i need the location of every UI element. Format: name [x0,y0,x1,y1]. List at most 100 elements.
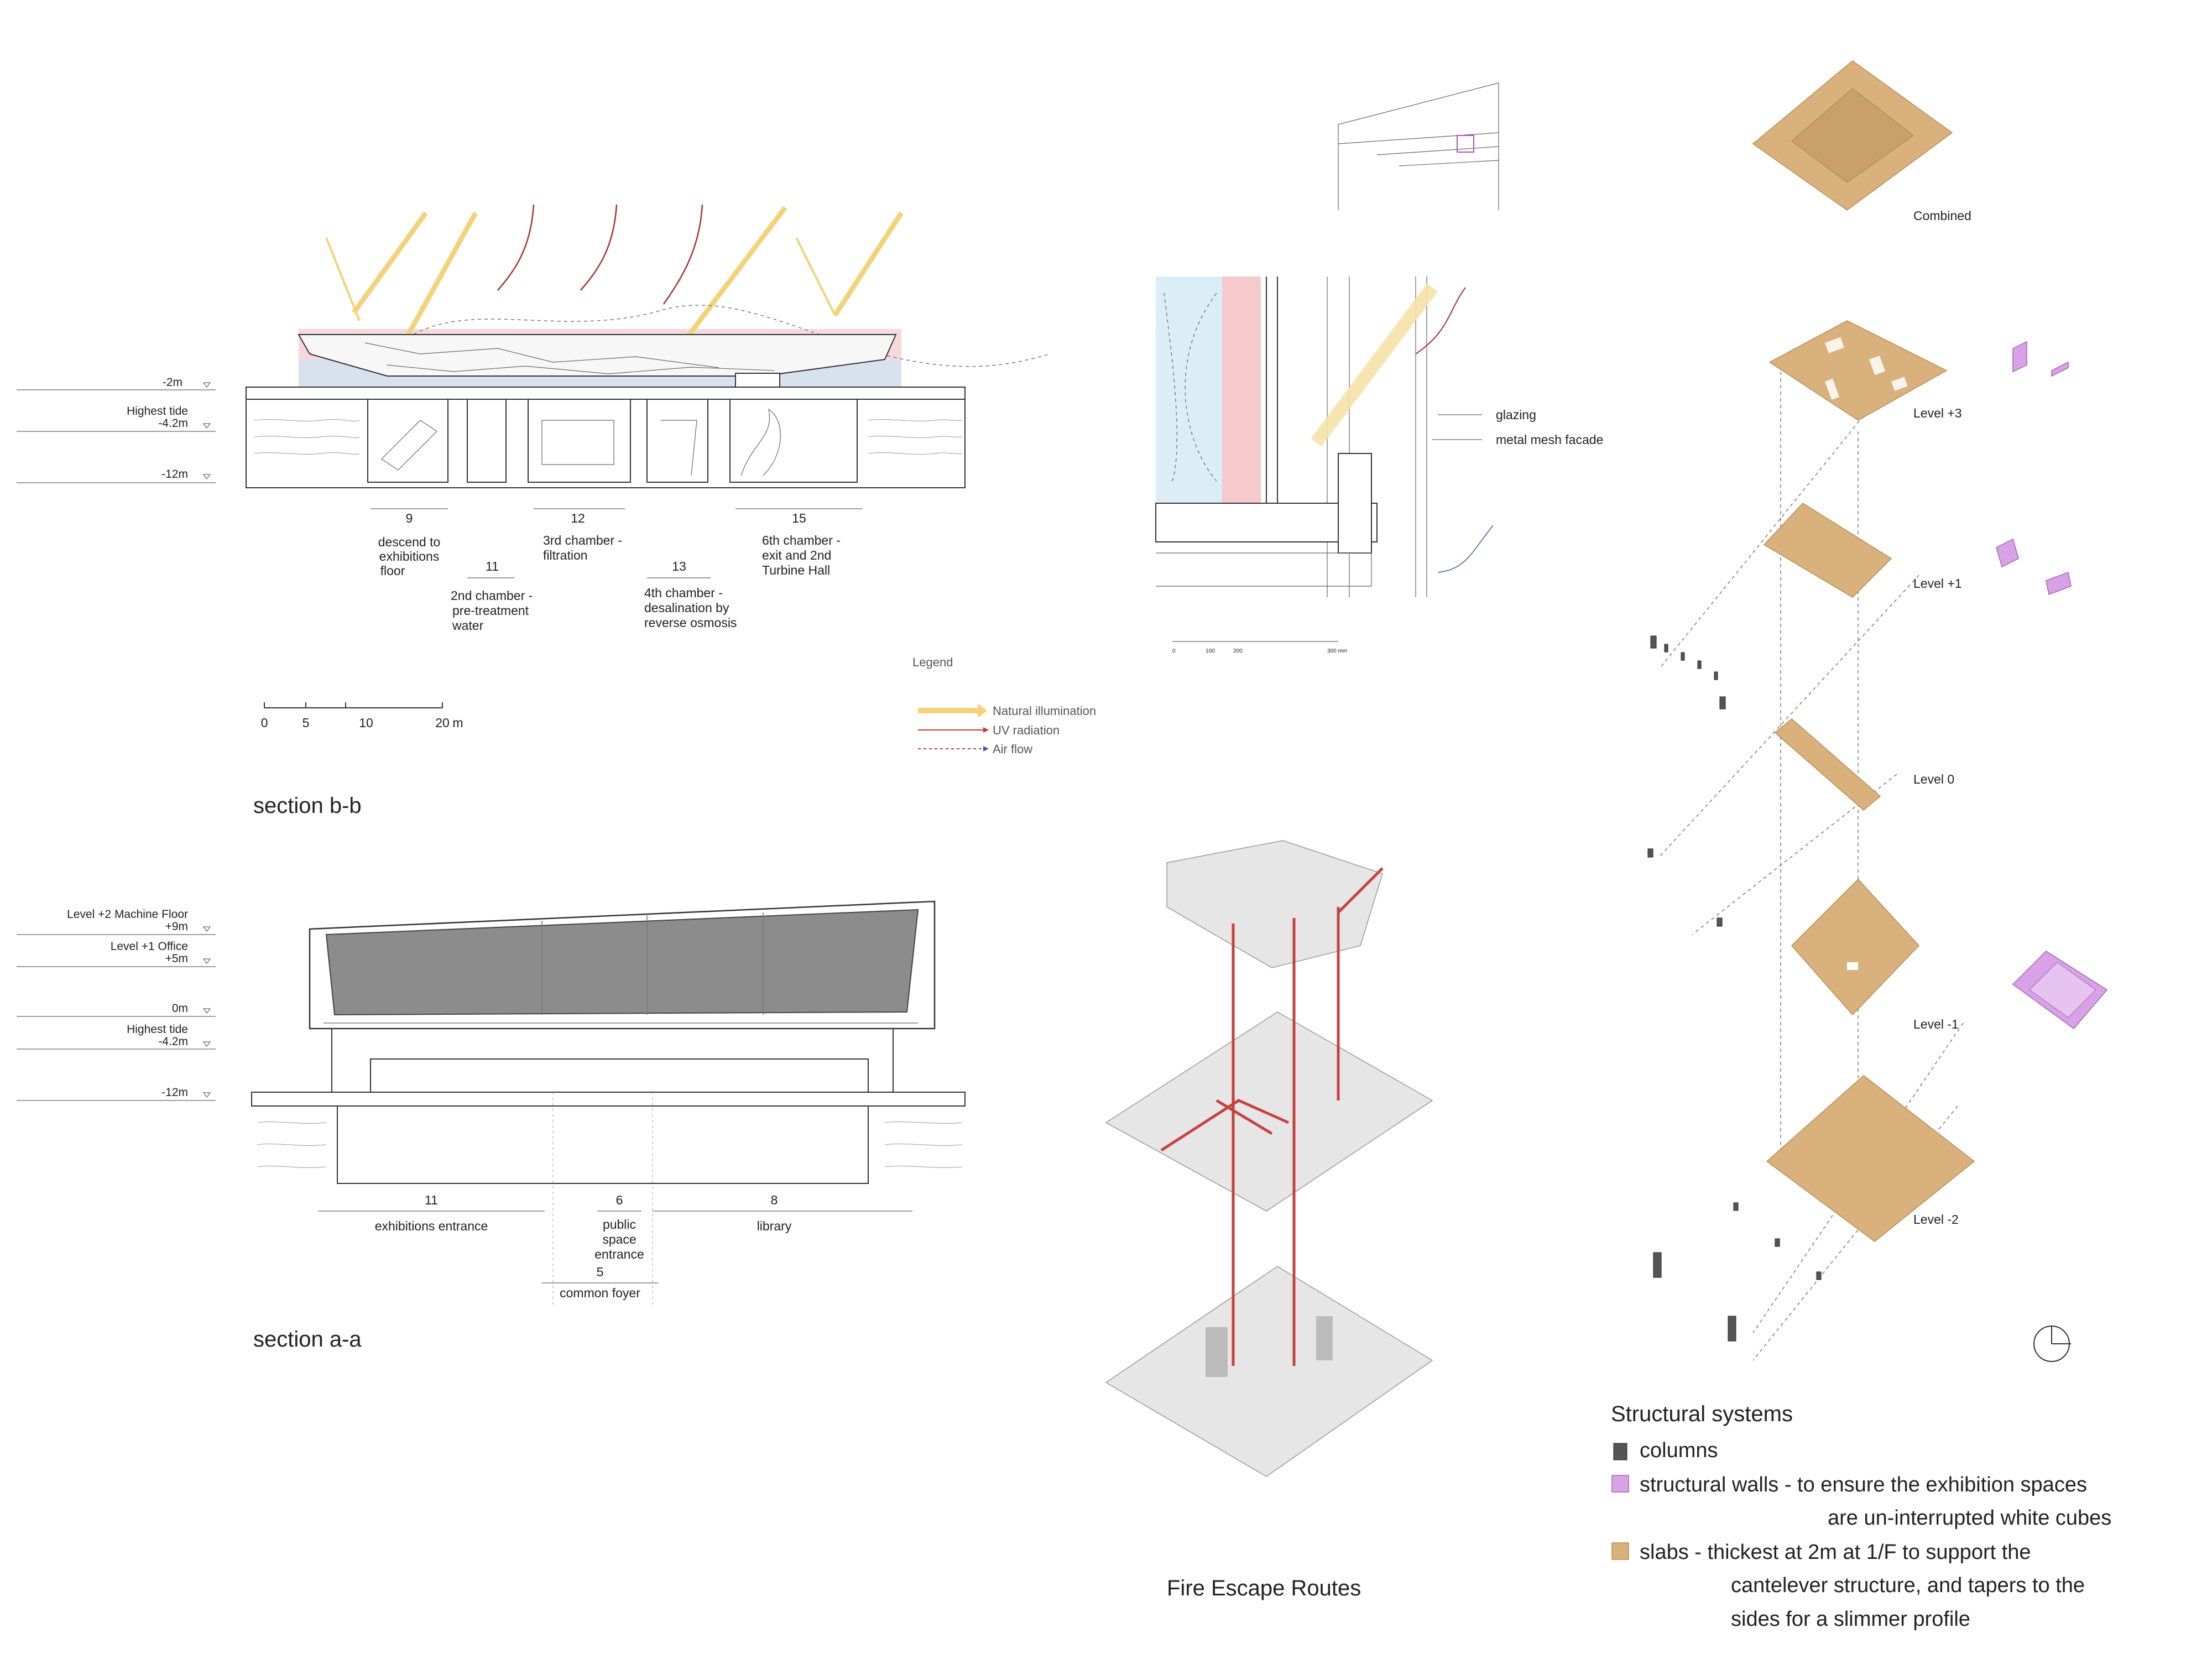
level-minus4-2: -4.2m [158,417,188,430]
svg-text:Level 0: Level 0 [1913,772,1954,786]
svg-text:Level -1: Level -1 [1913,1017,1959,1031]
fire-ground-level [1105,1266,1433,1477]
legend-air: Air flow [993,742,1032,756]
legend-bb: Legend Natural illumination UV radiation… [912,655,1096,756]
svg-text:sides for a slimmer profile: sides for a slimmer profile [1731,1608,1970,1631]
ground-deck [251,1092,966,1107]
level-highest-tide: Highest tide [127,405,188,418]
section-aa: Level +2 Machine Floor +9m Level +1 Offi… [17,900,966,1352]
svg-text:slabs - thickest at 2m at 1/F: slabs - thickest at 2m at 1/F to support… [1640,1541,2031,1564]
svg-text:m: m [452,716,463,730]
walls-swatch [1611,1475,1629,1493]
deck-slab [246,387,966,400]
basement-aa [337,1105,869,1184]
svg-text:6th chamber -: 6th chamber - [762,533,841,547]
svg-text:-4.2m: -4.2m [158,1035,188,1048]
svg-text:8: 8 [771,1193,778,1207]
slab-level-0 [1774,718,1881,811]
slabs-swatch [1611,1542,1629,1560]
svg-text:space: space [602,1232,636,1246]
slab-level-minus2 [1766,1075,1975,1242]
svg-text:desalination by: desalination by [644,601,729,615]
legend-natural: Natural illumination [993,704,1096,718]
section-bb-title: section b-b [253,794,362,818]
label-metal-mesh: metal mesh facade [1496,432,1603,447]
section-bb: -2m Highest tide -4.2m -12m 9 descend to… [17,204,1096,818]
svg-text:Turbine Hall: Turbine Hall [762,563,830,577]
svg-text:Level +3: Level +3 [1913,406,1962,420]
svg-text:public: public [603,1217,636,1232]
svg-text:5: 5 [597,1265,604,1279]
fire-escape-diagram: Fire Escape Routes [1105,840,1433,1600]
legend-title: Legend [912,655,953,669]
basement-box [246,399,966,488]
svg-text:4th chamber -: 4th chamber - [644,586,723,600]
svg-text:Level +2 Machine Floor: Level +2 Machine Floor [67,908,188,921]
structural-axon: Combined Level +3 Level +1 [1611,60,2111,1631]
svg-text:columns: columns [1640,1439,1718,1462]
section-aa-title: section a-a [253,1327,362,1352]
room-labels-bb: 9 descend to exhibitions floor 11 2nd ch… [371,508,863,633]
level-minus12: -12m [161,468,188,481]
svg-text:cantelever structure, and tape: cantelever structure, and tapers to the [1731,1574,2085,1597]
svg-text:filtration: filtration [543,548,588,562]
structural-title: Structural systems [1611,1402,1793,1426]
svg-text:13: 13 [672,559,686,573]
svg-text:Level +1 Office: Level +1 Office [111,940,188,953]
legend-uv: UV radiation [993,723,1060,737]
svg-text:descend to: descend to [378,535,441,549]
svg-text:pre-treatment: pre-treatment [452,603,529,618]
room-labels-aa: 11 exhibitions entrance 6 public space e… [318,1193,912,1300]
key-plan [1338,82,1499,210]
svg-text:6: 6 [616,1193,623,1207]
roof-canopy [298,334,897,377]
label-glazing: glazing [1496,408,1536,422]
svg-text:3rd chamber -: 3rd chamber - [543,533,622,547]
svg-text:10: 10 [359,716,373,730]
svg-text:11: 11 [425,1193,438,1207]
level-markers-bb: -2m Highest tide -4.2m -12m [17,376,216,483]
svg-text:+5m: +5m [165,952,188,965]
slab-level-plus1 [1763,503,1892,598]
svg-text:Combined: Combined [1913,208,1971,223]
svg-text:300 mm: 300 mm [1327,648,1347,654]
svg-text:0: 0 [1172,648,1176,654]
svg-text:12: 12 [571,511,585,525]
svg-text:entrance: entrance [594,1247,644,1261]
svg-text:-12m: -12m [161,1086,188,1099]
level-minus2: -2m [163,376,182,389]
svg-text:5: 5 [302,716,310,730]
svg-text:200: 200 [1233,648,1243,654]
svg-text:floor: floor [380,564,405,578]
svg-text:Level -2: Level -2 [1913,1212,1959,1227]
svg-text:11: 11 [486,559,499,573]
sunlight-rays [325,206,904,356]
svg-text:exhibitions: exhibitions [379,549,440,564]
svg-text:20: 20 [435,716,450,730]
svg-text:Highest tide: Highest tide [127,1023,188,1036]
escape-routes [1160,867,1384,1366]
facade-detail: glazing metal mesh facade 0 100 200 300 … [1155,82,1603,654]
machine-floor-void [325,909,919,1016]
fire-escape-title: Fire Escape Routes [1167,1576,1361,1600]
chambers [367,399,858,483]
columns-swatch [1613,1443,1627,1460]
svg-text:water: water [452,618,484,633]
fire-mid-level [1105,1011,1433,1212]
uv-radiation-arrows [497,204,775,360]
slab-level-minus1 [1791,878,1920,1016]
svg-text:common foyer: common foyer [560,1286,640,1300]
svg-text:reverse osmosis: reverse osmosis [644,615,737,630]
scale-bar: 0 5 10 20 m [261,702,463,730]
svg-text:library: library [757,1219,792,1233]
svg-text:100: 100 [1206,648,1215,654]
air-flow-line [387,305,1051,367]
svg-text:+9m: +9m [165,920,188,933]
svg-text:exhibitions entrance: exhibitions entrance [375,1219,488,1233]
svg-text:exit and 2nd: exit and 2nd [762,548,831,562]
public-floor [370,1058,869,1093]
svg-text:9: 9 [406,511,413,525]
svg-text:Level +1: Level +1 [1913,576,1962,591]
svg-text:0: 0 [261,716,268,730]
